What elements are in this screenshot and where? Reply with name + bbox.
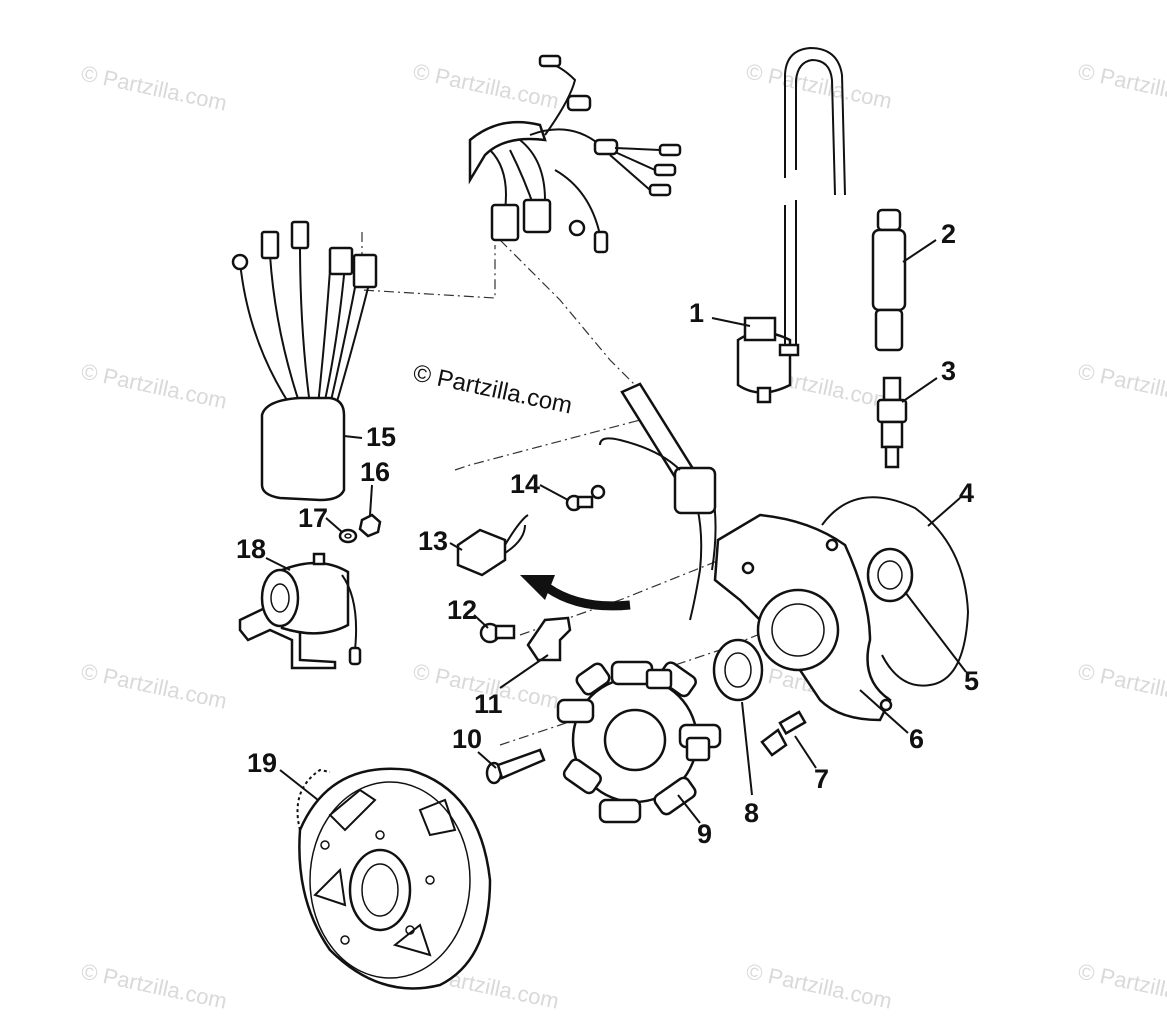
credit-label: © Partzilla.com bbox=[411, 359, 575, 419]
callout-10: 10 bbox=[452, 724, 482, 754]
bolt-10 bbox=[485, 748, 546, 785]
callout-2: 2 bbox=[941, 219, 956, 249]
crankcase-cover bbox=[713, 513, 893, 722]
callout-labels: 1 2 3 4 5 6 7 8 9 10 11 12 13 14 15 16 1… bbox=[236, 219, 979, 849]
watermark: © Partzilla.com bbox=[1076, 658, 1167, 713]
callout-11: 11 bbox=[474, 689, 503, 719]
spark-plug-cap bbox=[871, 208, 907, 352]
nut bbox=[358, 513, 382, 538]
callout-4: 4 bbox=[959, 478, 974, 508]
pulser-coil bbox=[456, 514, 529, 577]
wiring-harness bbox=[468, 54, 682, 254]
stator bbox=[556, 660, 722, 824]
watermark: © Partzilla.com bbox=[79, 358, 229, 413]
watermark: © Partzilla.com bbox=[79, 60, 229, 115]
watermark: © Partzilla.com bbox=[1076, 58, 1167, 113]
callout-7: 7 bbox=[814, 764, 829, 794]
callout-6: 6 bbox=[909, 724, 924, 754]
ignition-coil bbox=[736, 46, 846, 404]
spark-plug bbox=[876, 376, 908, 469]
watermark: © Partzilla.com bbox=[1076, 358, 1167, 413]
callout-5: 5 bbox=[964, 666, 979, 696]
stator-lead bbox=[599, 382, 717, 621]
screw-12 bbox=[479, 622, 516, 644]
callout-12: 12 bbox=[447, 595, 477, 625]
direction-arrow bbox=[520, 575, 631, 611]
washer bbox=[338, 528, 358, 544]
watermark: © Partzilla.com bbox=[744, 958, 894, 1013]
callout-13: 13 bbox=[418, 526, 448, 556]
leader-lines bbox=[265, 239, 967, 824]
watermark: © Partzilla.com bbox=[79, 958, 229, 1013]
callout-3: 3 bbox=[941, 356, 956, 386]
oil-seal-8 bbox=[712, 638, 764, 702]
oil-seal-5 bbox=[866, 547, 914, 603]
wire-clamp bbox=[526, 616, 572, 662]
callout-15: 15 bbox=[366, 422, 396, 452]
o-ring bbox=[821, 496, 970, 687]
watermark: © Partzilla.com bbox=[1076, 958, 1167, 1013]
callout-14: 14 bbox=[510, 469, 540, 499]
cdi-box bbox=[231, 220, 378, 502]
bolt-7 bbox=[760, 710, 807, 757]
callout-9: 9 bbox=[697, 819, 712, 849]
watermark: © Partzilla.com bbox=[79, 658, 229, 713]
ground-screw bbox=[565, 484, 606, 512]
watermark: © Partzilla.com bbox=[744, 58, 894, 113]
callout-18: 18 bbox=[236, 534, 266, 564]
flywheel bbox=[296, 767, 492, 990]
starter-solenoid bbox=[238, 552, 362, 670]
callout-16: 16 bbox=[360, 457, 390, 487]
callout-17: 17 bbox=[298, 503, 328, 533]
watermark: © Partzilla.com bbox=[411, 58, 561, 113]
callout-19: 19 bbox=[247, 748, 277, 778]
callout-8: 8 bbox=[744, 798, 759, 828]
callout-1: 1 bbox=[689, 298, 704, 328]
